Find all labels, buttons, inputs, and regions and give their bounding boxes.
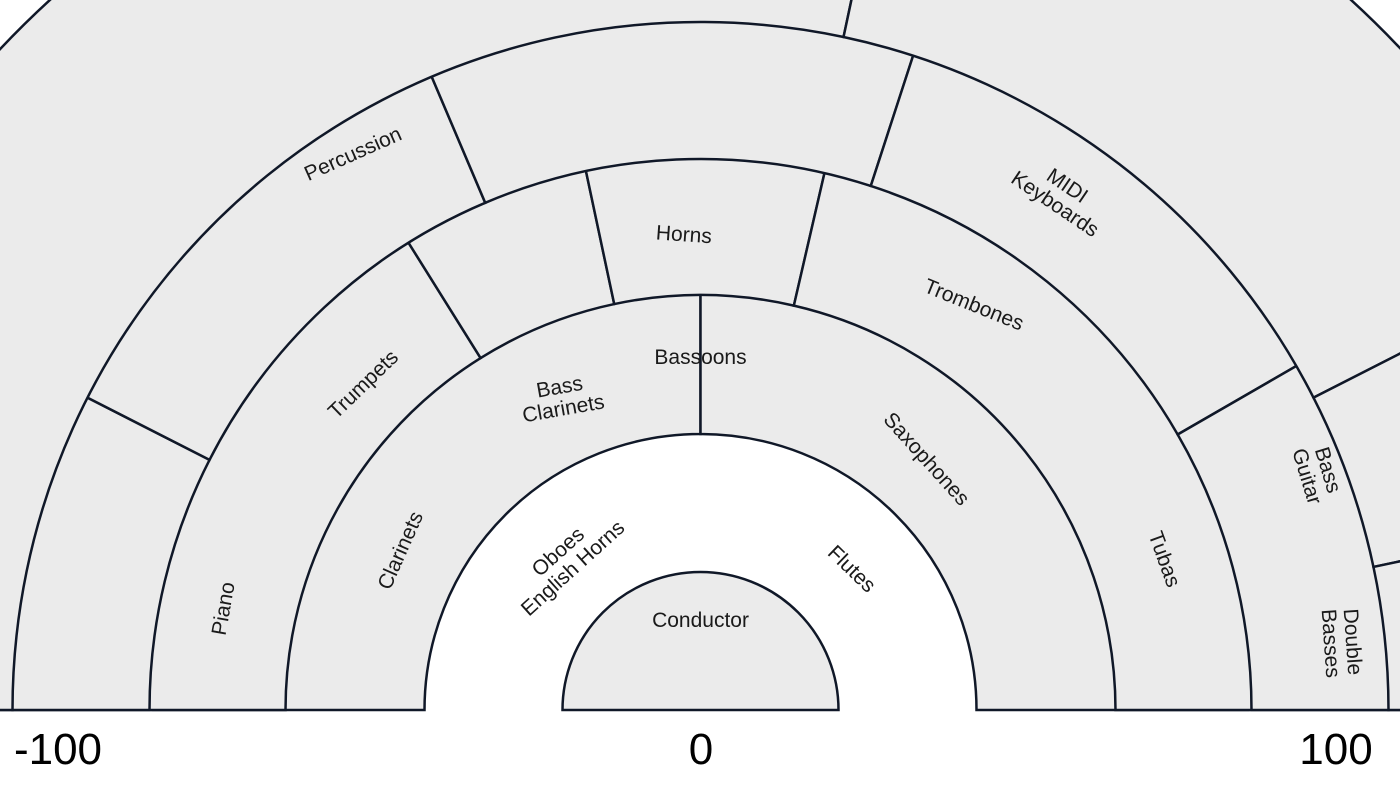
ring-5: PercussionMIDIKeyboardsBassGuitarDoubleB… — [0, 0, 1400, 712]
section-horns[interactable] — [378, 0, 955, 205]
ring-1: Conductor — [561, 570, 840, 712]
section-label-line: Double — [1339, 608, 1367, 676]
axis-layer: -100 0 100 — [14, 725, 1373, 774]
section-midi-keyboards[interactable] — [842, 0, 1400, 400]
axis-label-center: 0 — [689, 725, 713, 774]
section-label: Bassoons — [654, 346, 746, 369]
section-bass-guitar[interactable] — [1311, 273, 1400, 569]
section-label-line: Flutes — [823, 541, 880, 597]
axis-label-max: 100 — [1299, 725, 1372, 774]
section-percussion[interactable] — [0, 0, 901, 712]
section-label: Horns — [655, 221, 712, 248]
section-label: DoubleBasses — [1317, 607, 1367, 679]
section-label-line: Conductor — [652, 609, 749, 632]
section-label-line: Horns — [655, 221, 712, 248]
section-double-basses[interactable] — [1371, 510, 1400, 712]
section-label-line: Basses — [1317, 608, 1345, 678]
section-conductor[interactable] — [561, 570, 840, 712]
section-label: Conductor — [652, 609, 749, 632]
section-label: Flutes — [823, 541, 880, 597]
section-label: OboesEnglish Horns — [502, 500, 629, 621]
axis-label-min: -100 — [14, 725, 102, 774]
section-label-line: Bassoons — [654, 346, 746, 369]
